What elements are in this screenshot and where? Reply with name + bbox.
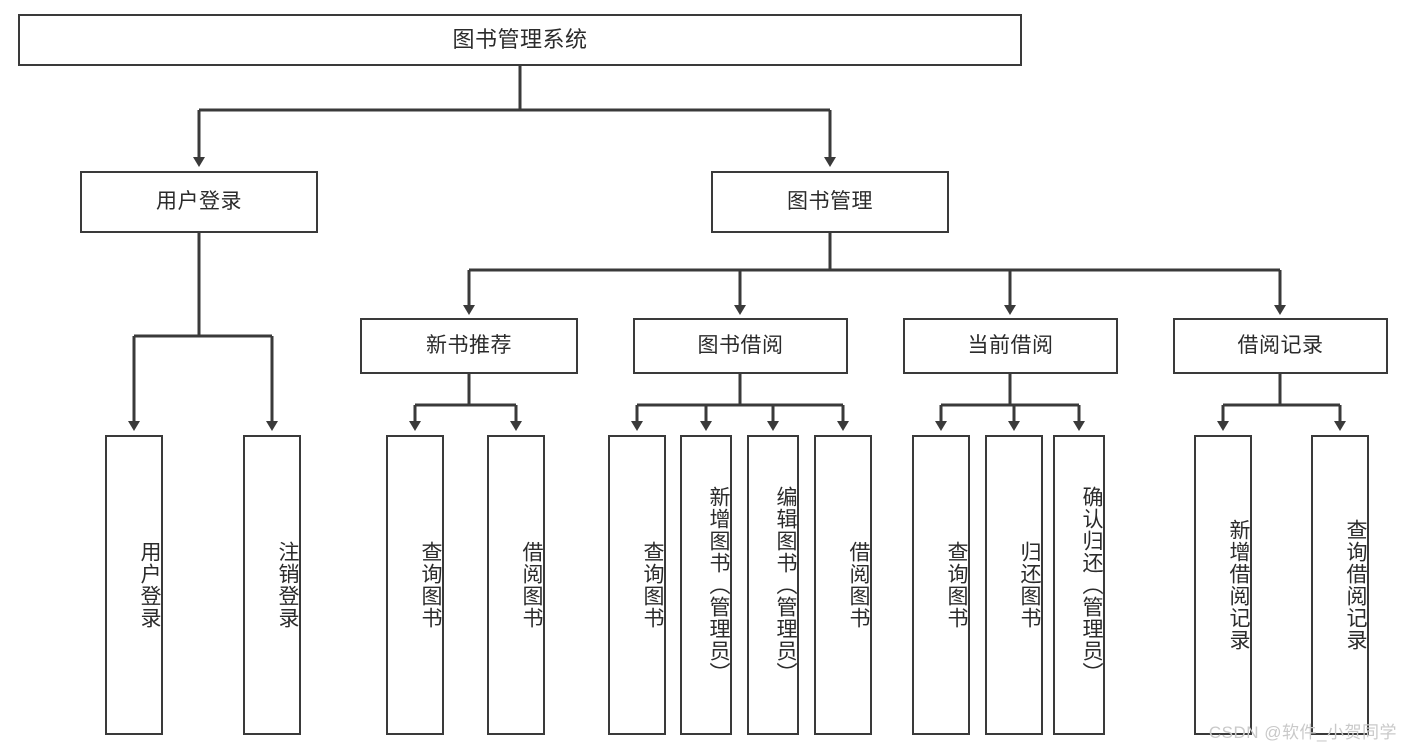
node-new-book-recommend[interactable]: 新书推荐 [360,318,578,374]
node-user-login[interactable]: 用户登录 [80,171,318,233]
node-leaf-edit-book-admin[interactable]: 编辑图书（管理员） [747,435,799,735]
node-borrow-record[interactable]: 借阅记录 [1173,318,1388,374]
watermark: CSDN @软件_小贺同学 [1208,723,1397,742]
node-root[interactable]: 图书管理系统 [18,14,1022,66]
node-leaf-query-book-new[interactable]: 查询图书 [386,435,444,735]
node-leaf-query-book-current[interactable]: 查询图书 [912,435,970,735]
node-leaf-user-login[interactable]: 用户登录 [105,435,163,735]
node-leaf-borrow-book[interactable]: 借阅图书 [814,435,872,735]
node-leaf-confirm-return-admin[interactable]: 确认归还（管理员） [1053,435,1105,735]
node-leaf-query-borrow-record[interactable]: 查询借阅记录 [1311,435,1369,735]
node-book-management[interactable]: 图书管理 [711,171,949,233]
node-leaf-query-book-borrow[interactable]: 查询图书 [608,435,666,735]
node-leaf-borrow-book-new[interactable]: 借阅图书 [487,435,545,735]
node-current-borrow[interactable]: 当前借阅 [903,318,1118,374]
node-leaf-add-book-admin[interactable]: 新增图书（管理员） [680,435,732,735]
node-book-borrow[interactable]: 图书借阅 [633,318,848,374]
node-leaf-user-logout[interactable]: 注销登录 [243,435,301,735]
node-leaf-add-borrow-record[interactable]: 新增借阅记录 [1194,435,1252,735]
node-leaf-return-book[interactable]: 归还图书 [985,435,1043,735]
